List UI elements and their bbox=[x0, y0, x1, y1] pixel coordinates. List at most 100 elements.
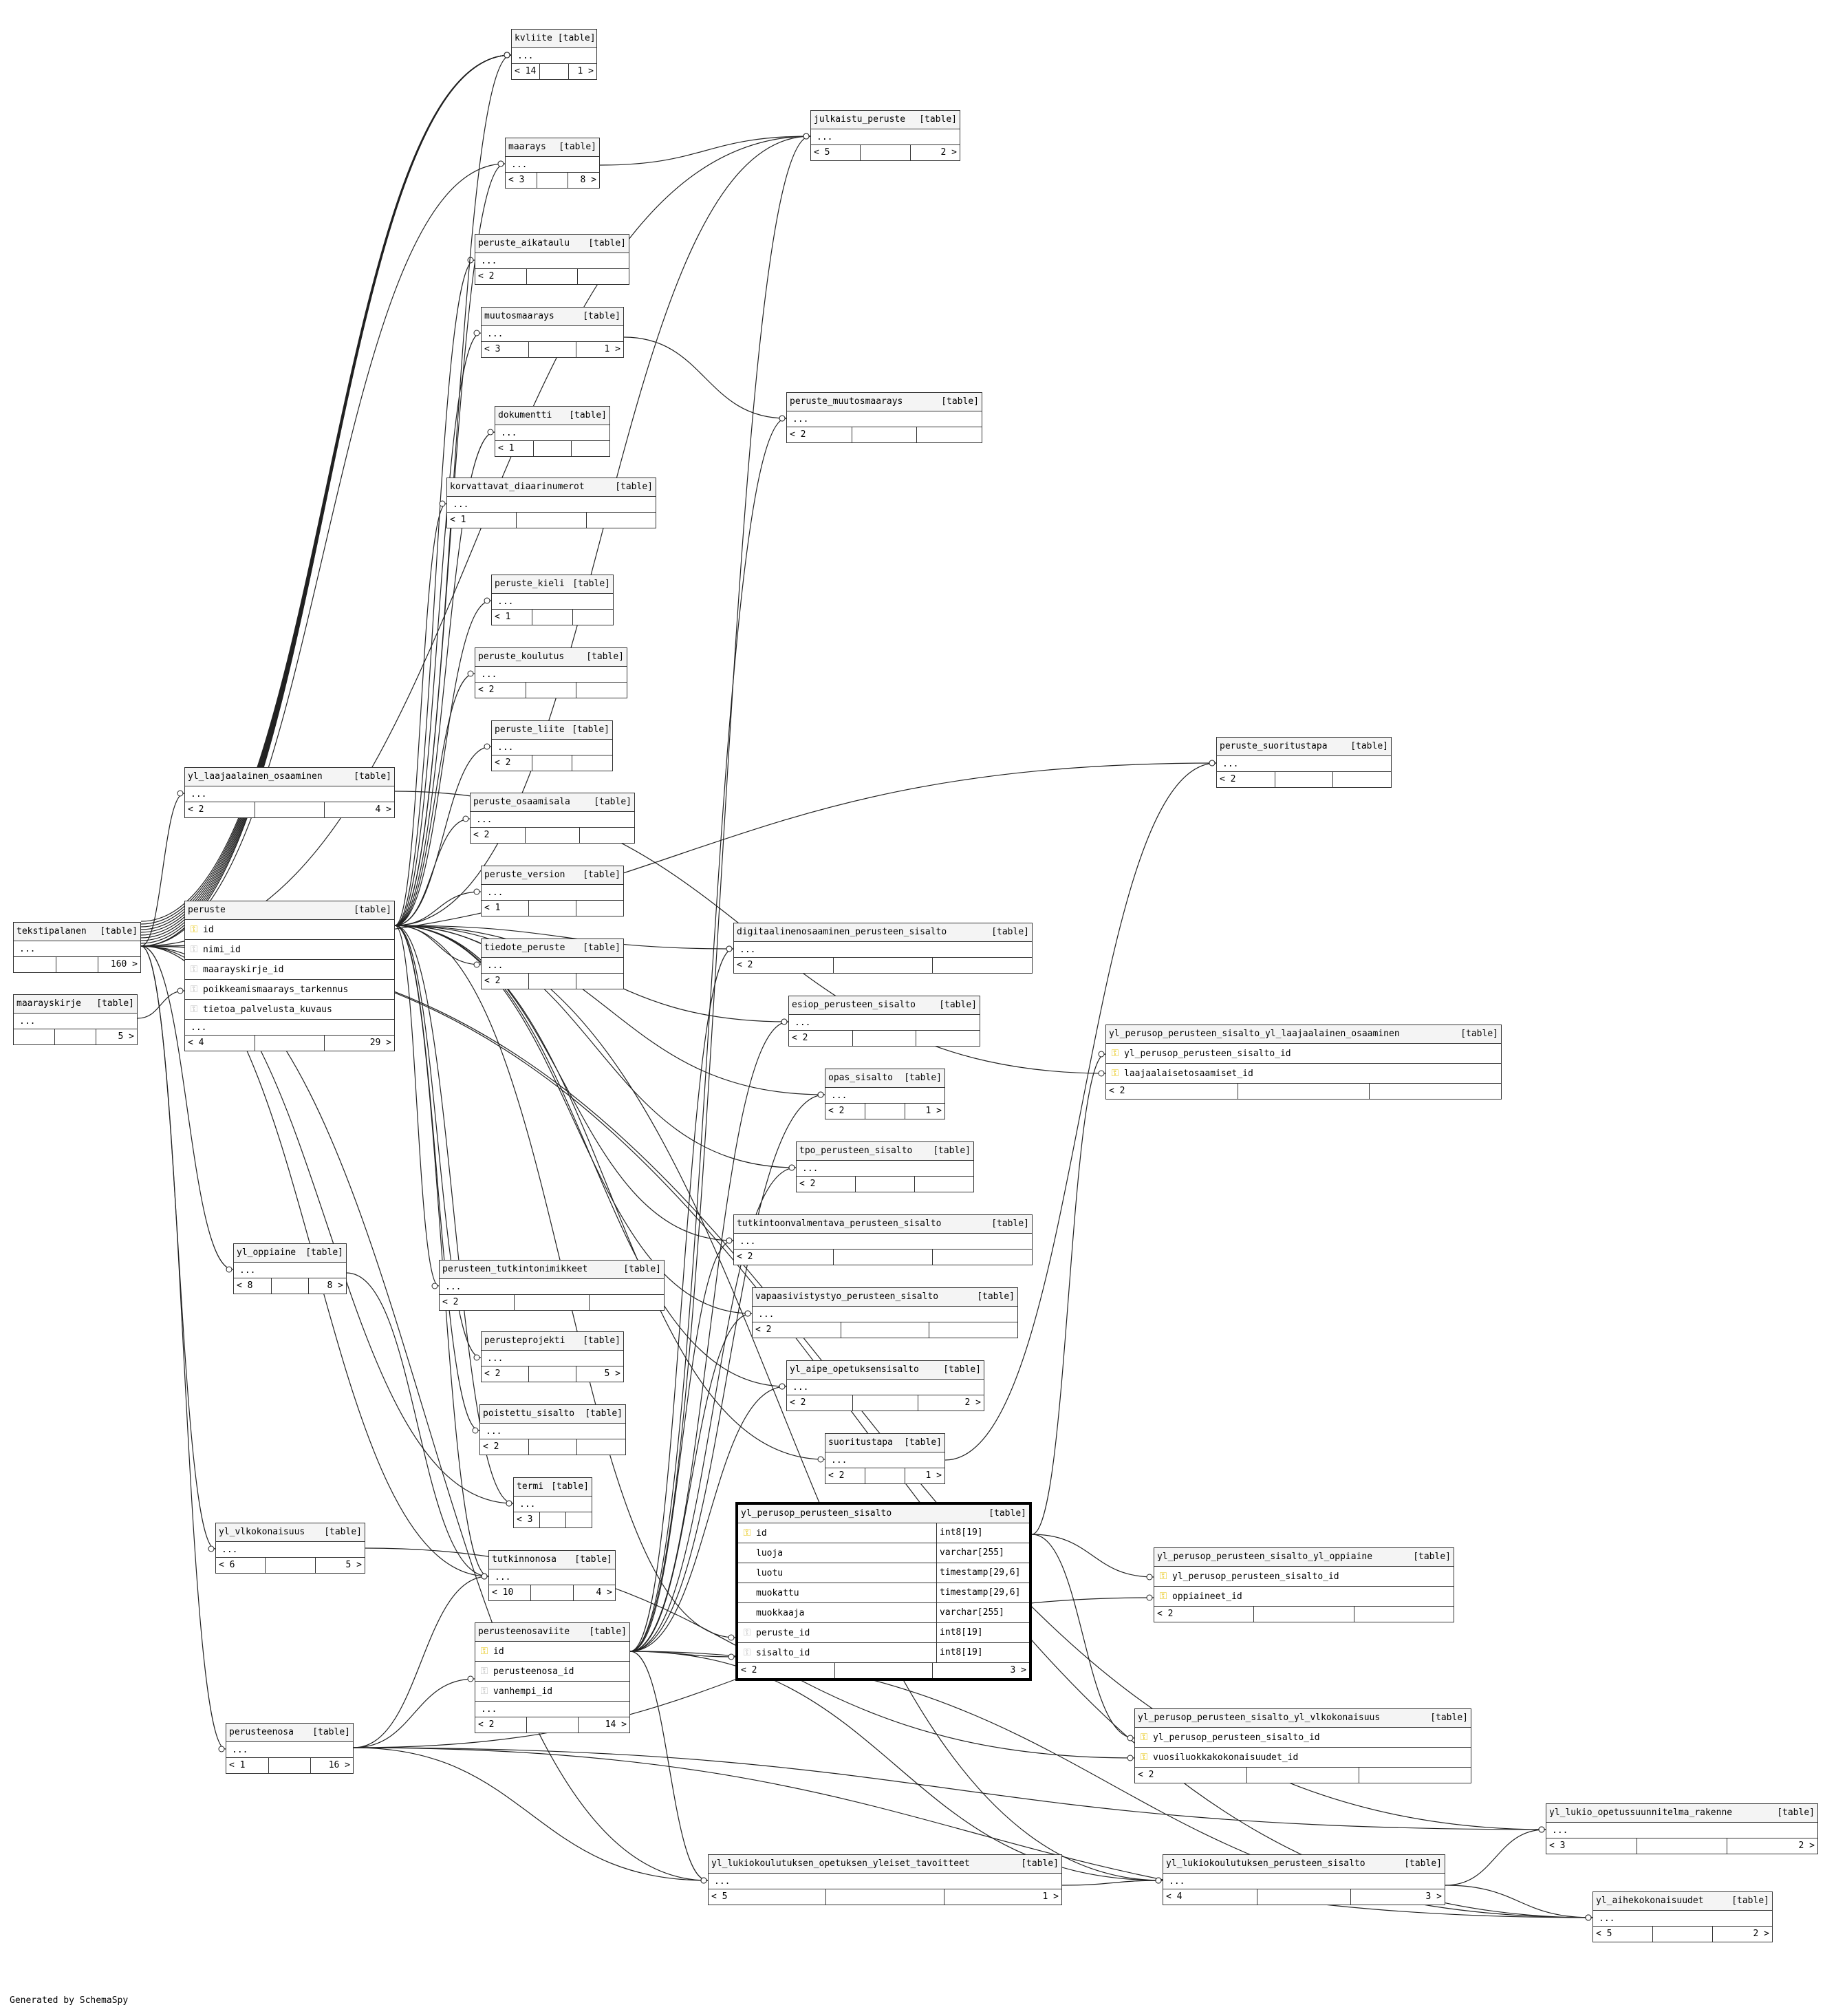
child-count[interactable]: 2 > bbox=[1753, 1929, 1769, 1939]
parent-count[interactable]: < 3 bbox=[482, 342, 529, 357]
table-esiop-perusteen-sisalto[interactable]: esiop_perusteen_sisalto[table]...< 2 bbox=[788, 996, 980, 1047]
child-count[interactable] bbox=[578, 269, 629, 284]
child-count[interactable] bbox=[566, 1512, 592, 1527]
child-count[interactable] bbox=[576, 901, 623, 916]
child-count[interactable]: 1 > bbox=[604, 344, 620, 354]
parent-count[interactable]: < 1 bbox=[495, 441, 534, 456]
child-count[interactable]: 2 > bbox=[1798, 1841, 1815, 1851]
table-tiedote-peruste[interactable]: tiedote_peruste[table]...< 2 bbox=[481, 939, 624, 989]
table-poistettu-sisalto[interactable]: poistettu_sisalto[table]...< 2 bbox=[479, 1404, 626, 1455]
child-count[interactable] bbox=[916, 1031, 980, 1046]
child-count[interactable]: 5 > bbox=[345, 1560, 362, 1570]
child-count[interactable] bbox=[915, 1177, 973, 1192]
parent-count[interactable] bbox=[14, 957, 56, 972]
parent-count[interactable]: < 2 bbox=[734, 1250, 834, 1265]
table-yl-lukio-opetussuunnitelma-rakenne[interactable]: yl_lukio_opetussuunnitelma_rakenne[table… bbox=[1546, 1803, 1818, 1854]
column-row[interactable]: ⚿perusteenosa_id bbox=[475, 1662, 629, 1682]
parent-count[interactable]: < 5 bbox=[811, 145, 861, 160]
column-row[interactable]: ⚿laajaalaisetosaamiset_id bbox=[1106, 1064, 1501, 1084]
child-count[interactable]: 2 > bbox=[964, 1397, 982, 1408]
child-count[interactable]: 8 > bbox=[580, 175, 597, 185]
parent-count[interactable]: < 2 bbox=[734, 958, 834, 973]
parent-count[interactable]: < 2 bbox=[482, 974, 529, 989]
child-count[interactable]: 8 > bbox=[327, 1280, 344, 1291]
child-count[interactable]: 5 > bbox=[118, 1031, 134, 1042]
parent-count[interactable]: < 2 bbox=[1154, 1607, 1255, 1622]
column-row[interactable]: ⚿yl_perusop_perusteen_sisalto_id bbox=[1135, 1728, 1471, 1748]
table-peruste-aikataulu[interactable]: peruste_aikataulu[table]...< 2 bbox=[475, 234, 629, 285]
child-count[interactable]: 1 > bbox=[1042, 1891, 1059, 1902]
parent-count[interactable]: < 2 bbox=[753, 1322, 841, 1338]
parent-count[interactable]: < 2 bbox=[797, 1177, 856, 1192]
parent-count[interactable]: < 2 bbox=[475, 683, 526, 698]
column-row[interactable]: ⚿nimi_id bbox=[185, 940, 394, 960]
child-count[interactable]: 3 > bbox=[1010, 1665, 1026, 1675]
parent-count[interactable]: < 5 bbox=[1593, 1927, 1653, 1942]
child-count[interactable] bbox=[577, 1439, 625, 1455]
parent-count[interactable]: < 14 bbox=[512, 64, 541, 79]
parent-count[interactable]: < 2 bbox=[789, 1031, 853, 1046]
table-join-laaja[interactable]: yl_perusop_perusteen_sisalto_yl_laajaala… bbox=[1105, 1025, 1502, 1100]
child-count[interactable]: 4 > bbox=[375, 804, 392, 815]
column-row[interactable]: ⚿oppiaineet_id bbox=[1154, 1587, 1454, 1607]
column-row[interactable]: ⚿vanhempi_id bbox=[475, 1682, 629, 1702]
child-count[interactable] bbox=[587, 513, 656, 528]
child-count[interactable]: 1 > bbox=[577, 66, 594, 76]
table-yl-lukiokoulutuksen-perusteen-sisalto[interactable]: yl_lukiokoulutuksen_perusteen_sisalto[ta… bbox=[1163, 1854, 1445, 1905]
child-count[interactable] bbox=[572, 441, 609, 456]
table-tutkintoonvalmentava-perusteen-sisalto[interactable]: tutkintoonvalmentava_perusteen_sisalto[t… bbox=[733, 1214, 1033, 1265]
parent-count[interactable]: < 2 bbox=[1217, 772, 1275, 787]
child-count[interactable] bbox=[580, 828, 634, 843]
parent-count[interactable]: < 2 bbox=[475, 1717, 527, 1733]
column-row[interactable]: ⚿vuosiluokkakokonaisuudet_id bbox=[1135, 1748, 1471, 1768]
table-tekstipalanen[interactable]: tekstipalanen[table]...160 > bbox=[13, 922, 141, 973]
column-row[interactable]: ⚿maarayskirje_id bbox=[185, 960, 394, 980]
parent-count[interactable]: < 2 bbox=[492, 755, 532, 771]
parent-count[interactable]: < 5 bbox=[709, 1889, 827, 1905]
child-count[interactable]: 2 > bbox=[940, 147, 957, 158]
table-perusteen-tutkintonimikkeet[interactable]: perusteen_tutkintonimikkeet[table]...< 2 bbox=[439, 1260, 665, 1311]
table-peruste-koulutus[interactable]: peruste_koulutus[table]...< 2 bbox=[475, 647, 627, 698]
table-peruste[interactable]: peruste[table]⚿id⚿nimi_id⚿maarayskirje_i… bbox=[184, 901, 395, 1051]
parent-count[interactable]: < 1 bbox=[492, 610, 532, 625]
table-join-vlk[interactable]: yl_perusop_perusteen_sisalto_yl_vlkokona… bbox=[1134, 1708, 1471, 1783]
table-peruste-osaamisala[interactable]: peruste_osaamisala[table]...< 2 bbox=[470, 793, 635, 844]
child-count[interactable] bbox=[929, 1322, 1017, 1338]
parent-count[interactable]: < 2 bbox=[825, 1468, 865, 1483]
parent-count[interactable]: < 8 bbox=[234, 1278, 272, 1294]
parent-count[interactable]: < 1 bbox=[226, 1758, 269, 1773]
parent-count[interactable]: < 1 bbox=[482, 901, 529, 916]
table-perusteenosaviite[interactable]: perusteenosaviite[table]⚿id⚿perusteenosa… bbox=[475, 1622, 630, 1733]
parent-count[interactable]: < 2 bbox=[482, 1366, 529, 1382]
parent-count[interactable]: < 4 bbox=[1163, 1889, 1257, 1905]
column-row[interactable]: ⚿tietoa_palvelusta_kuvaus bbox=[185, 1000, 394, 1020]
table-peruste-liite[interactable]: peruste_liite[table]...< 2 bbox=[491, 720, 613, 771]
child-count[interactable] bbox=[1354, 1607, 1454, 1622]
column-row[interactable]: ⚿yl_perusop_perusteen_sisalto_id bbox=[1106, 1044, 1501, 1064]
table-peruste-muutosmaarays[interactable]: peruste_muutosmaarays[table]...< 2 bbox=[786, 392, 982, 443]
child-count[interactable] bbox=[1333, 772, 1391, 787]
parent-count[interactable]: < 2 bbox=[475, 269, 527, 284]
parent-count[interactable]: < 2 bbox=[825, 1104, 865, 1119]
child-count[interactable]: 1 > bbox=[925, 1470, 942, 1481]
parent-count[interactable]: < 2 bbox=[1135, 1768, 1247, 1783]
table-maarayskirje[interactable]: maarayskirje[table]...5 > bbox=[13, 994, 138, 1045]
child-count[interactable]: 14 > bbox=[605, 1719, 627, 1730]
parent-count[interactable]: < 2 bbox=[480, 1439, 529, 1455]
child-count[interactable]: 5 > bbox=[604, 1369, 620, 1379]
parent-count[interactable]: < 2 bbox=[1106, 1084, 1238, 1099]
parent-count[interactable]: < 3 bbox=[506, 173, 537, 188]
parent-count[interactable]: < 2 bbox=[738, 1663, 836, 1678]
table-peruste-suoritustapa[interactable]: peruste_suoritustapa[table]...< 2 bbox=[1216, 737, 1392, 788]
